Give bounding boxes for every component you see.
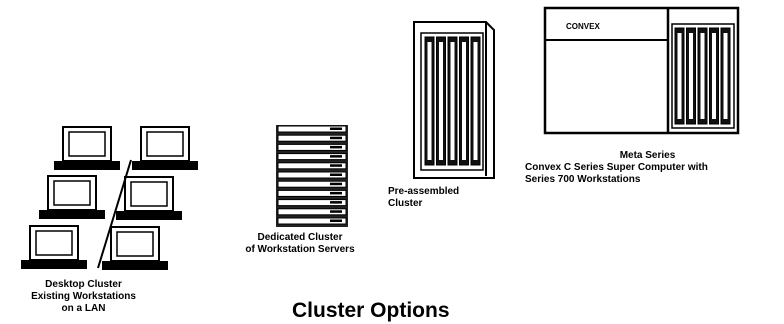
workstation-icon bbox=[116, 176, 182, 220]
server-unit-slot bbox=[330, 210, 342, 213]
convex-blade-slot bbox=[700, 33, 705, 119]
desktop-cluster-group bbox=[21, 126, 198, 270]
workstation-icon bbox=[132, 126, 198, 170]
meta-series-label: Meta Series Convex C Series Super Comput… bbox=[515, 150, 780, 186]
cabinet-blade-slot bbox=[427, 42, 432, 160]
preassembled-cabinet bbox=[413, 21, 495, 179]
cabinet-blade-slot bbox=[450, 42, 455, 160]
server-unit bbox=[277, 125, 347, 133]
preassembled-label-line2: Cluster bbox=[388, 198, 423, 209]
workstation-icon bbox=[21, 225, 87, 269]
dedicated-label-line1: Dedicated Cluster bbox=[257, 232, 343, 243]
preassembled-label-line1: Pre-assembled bbox=[388, 186, 460, 197]
meta-label-line1: Meta Series bbox=[619, 150, 676, 161]
server-unit-slot bbox=[330, 136, 342, 140]
meta-label-line3: Series 700 Workstations bbox=[525, 174, 641, 185]
server-unit bbox=[277, 162, 347, 170]
convex-blade-slot bbox=[712, 33, 716, 119]
server-unit bbox=[277, 143, 347, 151]
server-unit bbox=[277, 153, 347, 161]
meta-label-line2: Convex C Series Super Computer with bbox=[525, 162, 708, 173]
server-unit-slot bbox=[330, 145, 342, 149]
server-unit bbox=[277, 180, 347, 188]
convex-meta-series: CONVEX bbox=[543, 6, 740, 135]
desktop-label-line3: on a LAN bbox=[61, 303, 106, 314]
server-unit bbox=[277, 208, 347, 216]
dedicated-label-line2: of Workstation Servers bbox=[245, 244, 355, 255]
preassembled-cluster-label: Pre-assembled Cluster bbox=[388, 186, 459, 210]
dedicated-cluster-label: Dedicated Cluster of Workstation Servers bbox=[225, 232, 375, 256]
server-unit bbox=[277, 171, 347, 179]
convex-blade-slot bbox=[677, 33, 682, 119]
desktop-label-line1: Desktop Cluster bbox=[45, 279, 122, 290]
desktop-label-line2: Existing Workstations bbox=[31, 291, 136, 302]
server-unit-slot bbox=[330, 201, 342, 204]
server-unit bbox=[277, 134, 347, 142]
server-unit-slot bbox=[330, 155, 342, 158]
workstation-icon bbox=[54, 126, 120, 170]
cabinet-blade-slot bbox=[473, 42, 478, 160]
server-unit-slot bbox=[330, 219, 342, 222]
server-unit-slot bbox=[330, 164, 342, 167]
server-unit bbox=[277, 217, 347, 225]
dedicated-server-stack bbox=[276, 125, 348, 227]
convex-brand-text: CONVEX bbox=[566, 22, 600, 31]
diagram-title: Cluster Options bbox=[292, 299, 450, 322]
server-unit-slot bbox=[330, 191, 342, 195]
convex-blade-slot bbox=[689, 33, 693, 119]
server-unit bbox=[277, 189, 347, 197]
server-unit-slot bbox=[330, 173, 342, 176]
server-unit-slot bbox=[330, 127, 342, 130]
cabinet-blade-slot bbox=[462, 42, 466, 160]
workstation-icon bbox=[102, 226, 168, 270]
server-unit bbox=[277, 199, 347, 207]
lan-cable bbox=[97, 159, 132, 269]
convex-blade-slot bbox=[723, 33, 728, 119]
workstation-icon bbox=[39, 175, 105, 219]
server-unit-slot bbox=[330, 182, 342, 186]
desktop-cluster-label: Desktop Cluster Existing Workstations on… bbox=[6, 279, 161, 315]
cabinet-blade-slot bbox=[439, 42, 443, 160]
